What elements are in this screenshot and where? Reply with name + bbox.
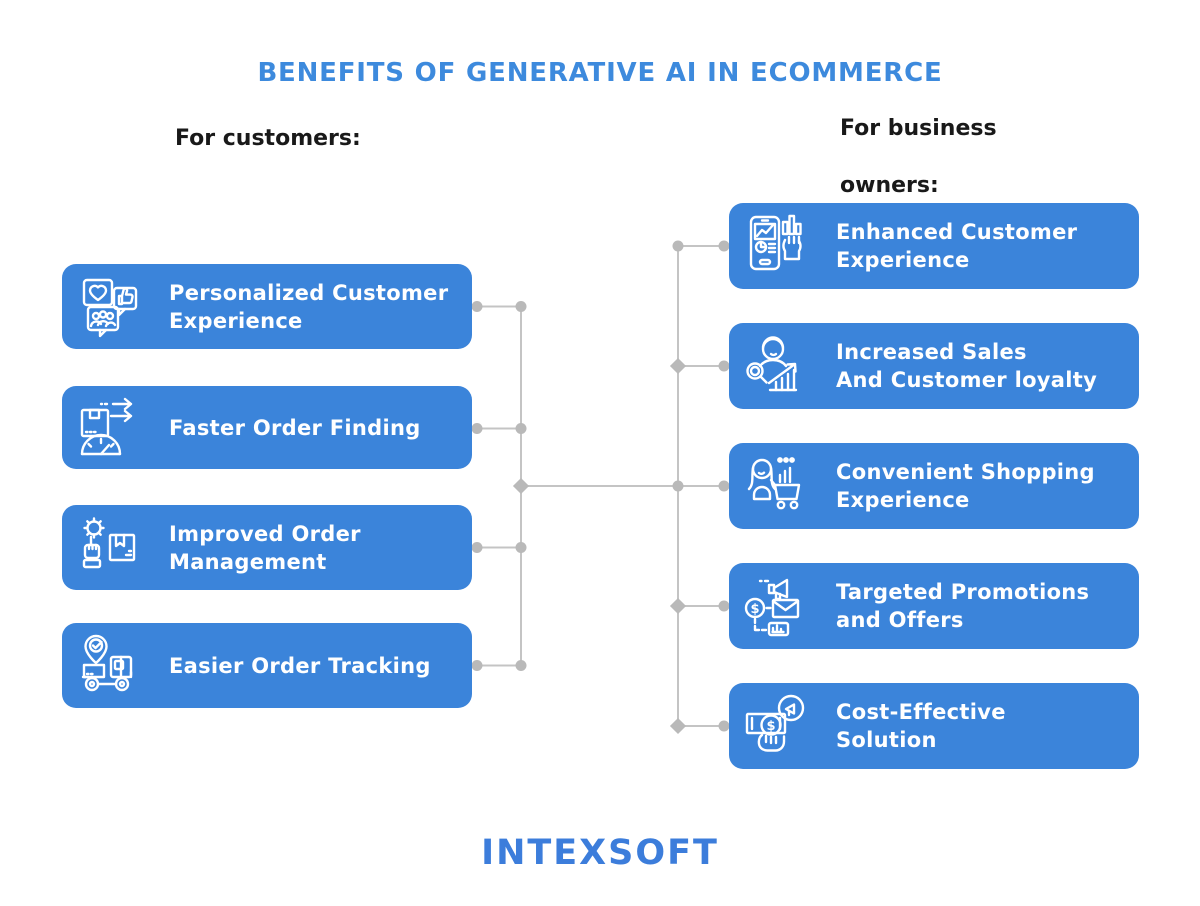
card-targeted-promotions: $ Targeted Promotions and Offers bbox=[729, 563, 1139, 649]
benefit-label: Improved Order Management bbox=[169, 521, 361, 574]
phone-analytics-icon bbox=[742, 212, 810, 280]
svg-text:$: $ bbox=[766, 719, 775, 734]
benefit-label: Convenient Shopping Experience bbox=[836, 460, 1095, 512]
shopper-cart-icon bbox=[742, 452, 810, 520]
card-easier-order-tracking: Easier Order Tracking bbox=[62, 623, 472, 708]
business-heading-line2: owners: bbox=[840, 173, 939, 198]
card-increased-sales: Increased Sales And Customer loyalty bbox=[729, 323, 1139, 409]
business-heading: For business owners: bbox=[840, 100, 1030, 214]
card-improved-order-management: Improved Order Management bbox=[62, 505, 472, 590]
chat-feedback-icon bbox=[75, 273, 143, 341]
card-enhanced-customer-experience: Enhanced Customer Experience bbox=[729, 203, 1139, 289]
card-convenient-shopping: Convenient Shopping Experience bbox=[729, 443, 1139, 529]
benefit-label: Easier Order Tracking bbox=[169, 653, 431, 678]
intexsoft-logo: INTEXSOFT bbox=[481, 833, 719, 873]
card-personalized-customer-experience: Personalized Customer Experience bbox=[62, 264, 472, 349]
promotion-megaphone-icon: $ bbox=[742, 572, 810, 640]
benefit-label: Cost-Effective Solution bbox=[836, 700, 1006, 752]
business-heading-line1: For business bbox=[840, 116, 997, 141]
sales-growth-icon bbox=[742, 332, 810, 400]
benefit-label: Personalized Customer Experience bbox=[169, 280, 449, 333]
money-saving-icon: $ bbox=[742, 692, 810, 760]
svg-text:$: $ bbox=[750, 602, 759, 617]
delivery-truck-pin-icon bbox=[75, 632, 143, 700]
package-speed-icon bbox=[75, 394, 143, 462]
benefit-label: Increased Sales And Customer loyalty bbox=[836, 340, 1098, 392]
card-faster-order-finding: Faster Order Finding bbox=[62, 386, 472, 469]
benefit-label: Enhanced Customer Experience bbox=[836, 220, 1078, 272]
benefit-label: Targeted Promotions and Offers bbox=[836, 580, 1090, 632]
customers-heading-text: For customers: bbox=[175, 126, 361, 151]
gear-hand-box-icon bbox=[75, 514, 143, 582]
customers-heading: For customers: bbox=[175, 124, 361, 154]
benefit-label: Faster Order Finding bbox=[169, 415, 421, 440]
card-cost-effective: $ Cost-Effective Solution bbox=[729, 683, 1139, 769]
page-title: BENEFITS OF GENERATIVE AI IN ECOMMERCE bbox=[257, 58, 943, 88]
